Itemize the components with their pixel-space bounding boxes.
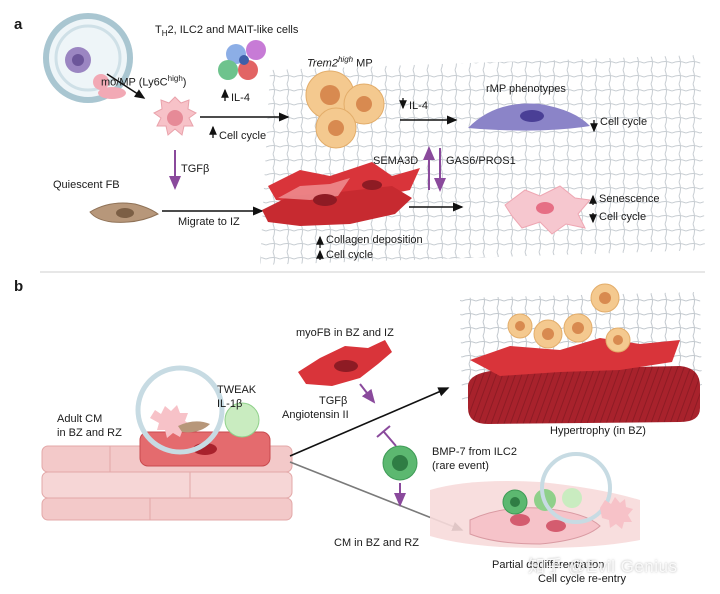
lymphocyte-cluster-icon xyxy=(218,40,266,80)
tgfb-label-a: TGFβ xyxy=(181,163,210,175)
rmp-phenotypes-label: rMP phenotypes xyxy=(486,83,566,95)
quiescent-fb-label: Quiescent FB xyxy=(53,179,120,191)
adult-cm-label-2: in BZ and RZ xyxy=(57,427,122,439)
collagen-label: Collagen deposition xyxy=(326,234,423,246)
il4-up-label: IL-4 xyxy=(231,92,250,104)
th-cells-label: TH2, ILC2 and MAIT-like cells xyxy=(155,24,299,39)
bmp7-label-2: (rare event) xyxy=(432,460,489,472)
myofb-label: myoFB in BZ and IZ xyxy=(296,327,394,339)
cm-bz-rz-label: CM in BZ and RZ xyxy=(334,537,419,549)
mo-mp-label: mo/MP (Ly6Chigh) xyxy=(101,74,187,89)
myofibroblast-cluster-icon xyxy=(262,162,420,226)
hypertrophic-cm-icon xyxy=(468,283,700,424)
blood-vessel-icon xyxy=(43,13,133,103)
arrow-tgfb-b xyxy=(359,383,376,404)
sema3d-label: SEMA3D xyxy=(373,155,419,167)
trem2-macrophage-cluster-icon xyxy=(305,70,385,149)
rmp-cell-icon xyxy=(468,103,590,131)
arrow-mo-to-mp xyxy=(106,73,146,99)
ilc2-cell-icon xyxy=(382,445,418,481)
watermark: 知乎 @Evil Genius xyxy=(528,557,678,576)
mp-cell-icon xyxy=(153,96,197,136)
fb-cell-cycle-label: Cell cycle xyxy=(326,249,374,261)
rmp-cell-cycle-label: Cell cycle xyxy=(600,116,648,128)
trem2-label: Trem2high MP xyxy=(307,55,373,70)
bmp7-label-1: BMP-7 from ILC2 xyxy=(432,446,517,458)
il1b-label: IL-1β xyxy=(217,398,243,410)
senescent-cell-cycle-label: Cell cycle xyxy=(599,211,647,223)
panel-a-label: a xyxy=(14,16,23,33)
tweak-label: TWEAK xyxy=(217,384,257,396)
inhibition-bar xyxy=(376,425,391,438)
hypertrophy-label: Hypertrophy (in BZ) xyxy=(550,425,646,437)
il4-down-label: IL-4 xyxy=(409,100,428,112)
tgfb-label-b: TGFβ xyxy=(319,395,348,407)
senescent-fibroblast-icon xyxy=(504,185,591,235)
cell-cycle-up-label: Cell cycle xyxy=(219,130,267,142)
quiescent-fibroblast-icon xyxy=(89,202,159,223)
arrow-to-hypertrophy xyxy=(289,387,450,457)
cell-cycle-reentry-label: Cell cycle re-entry xyxy=(538,573,627,585)
angiotensin-label: Angiotensin II xyxy=(282,409,349,421)
myofibroblast-icon-b xyxy=(298,340,392,386)
partial-dediff-label: Partial dedifferentiation xyxy=(492,559,605,571)
inhibition-line xyxy=(383,431,397,447)
dedifferentiating-cm-icon xyxy=(430,452,640,548)
migrate-label: Migrate to IZ xyxy=(178,216,240,228)
senescence-label: Senescence xyxy=(599,193,660,205)
panel-b-label: b xyxy=(14,278,24,295)
adult-cm-tissue-icon xyxy=(41,365,293,521)
gas6-label: GAS6/PROS1 xyxy=(446,155,516,167)
adult-cm-label-1: Adult CM xyxy=(57,413,103,425)
